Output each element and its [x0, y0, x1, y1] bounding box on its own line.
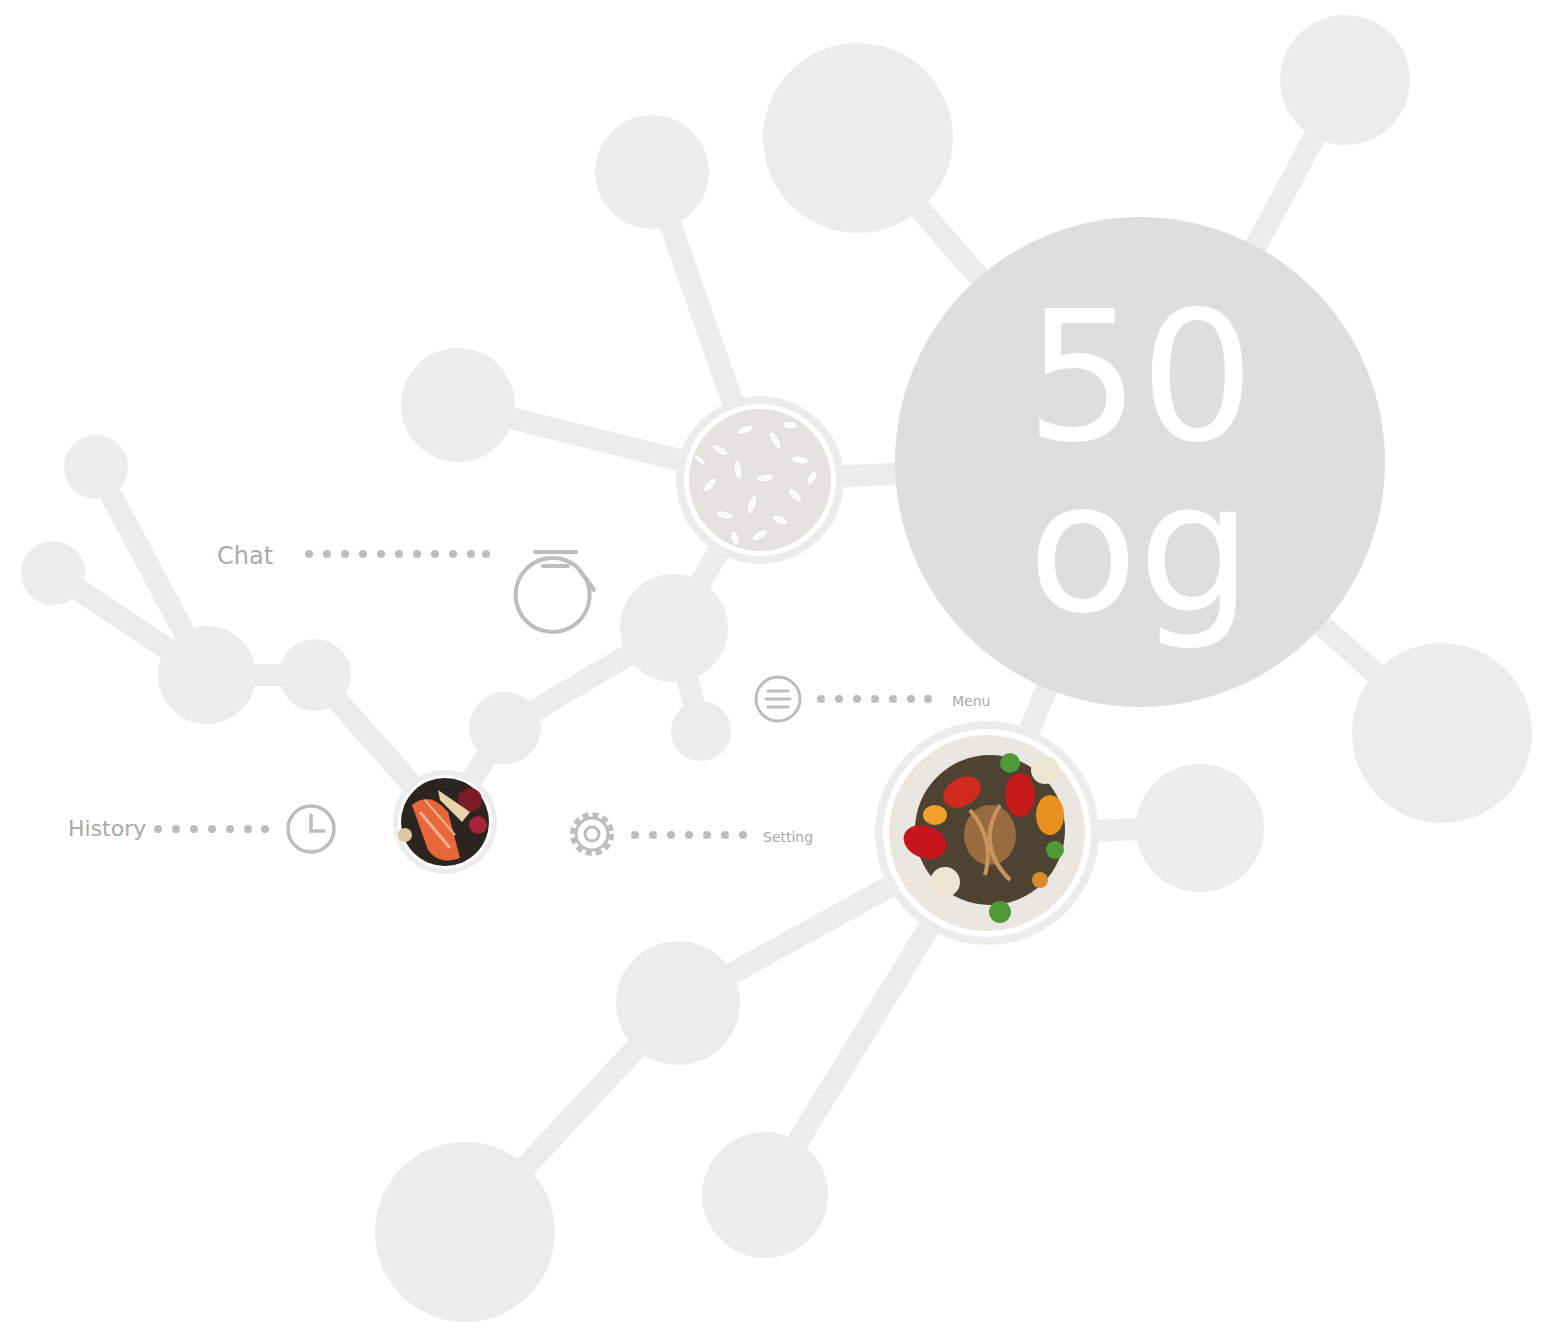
- menu-item-label: Chat: [217, 542, 273, 570]
- circle-fill: [895, 217, 1385, 707]
- menu-item-label: Menu: [952, 693, 990, 709]
- logo-circle: 50 og: [895, 217, 1385, 707]
- ui-icons: [288, 552, 800, 853]
- sushi-photo: [393, 770, 497, 874]
- clock-icon: [288, 806, 334, 852]
- menu-item-label: Setting: [763, 829, 813, 845]
- label-holder: Chat: [217, 542, 273, 570]
- label-holder: History: [68, 816, 146, 841]
- label-holder: Setting: [763, 827, 813, 846]
- logo-text: 50 og: [1025, 291, 1254, 633]
- dish-photo: [875, 721, 1099, 945]
- label-holder: Menu: [952, 691, 990, 710]
- menu-icon: [756, 677, 800, 721]
- molecule-atoms: [21, 15, 1532, 1322]
- molecule-bonds: [53, 80, 1442, 1232]
- chat-icon: [516, 552, 594, 632]
- menu-item-label: History: [68, 816, 146, 841]
- rice-photo: [676, 396, 844, 564]
- gear-icon: [573, 815, 611, 853]
- dotted-leaders: [154, 550, 932, 839]
